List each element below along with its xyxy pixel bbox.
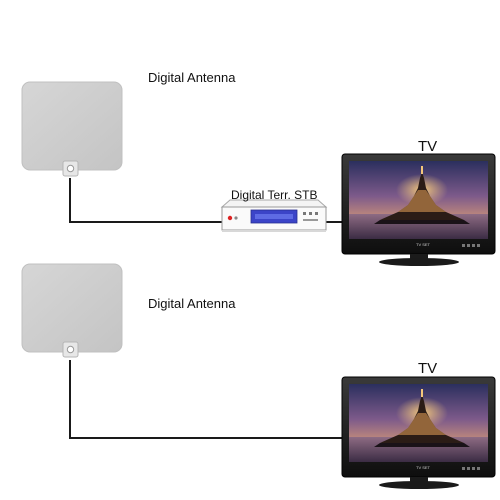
cable-antenna-to-tv bbox=[69, 360, 346, 439]
svg-text:TV SET: TV SET bbox=[416, 465, 431, 470]
cable-antenna-to-stb bbox=[69, 178, 222, 223]
antenna-label-bottom: Digital Antenna bbox=[148, 296, 236, 311]
tv-label-bottom: TV bbox=[418, 360, 438, 377]
digital-antenna-1 bbox=[21, 81, 123, 177]
stb-label: Digital Terr. STB bbox=[231, 188, 318, 202]
tv-label-top: TV bbox=[418, 138, 438, 155]
television-1: TV SET bbox=[341, 153, 496, 266]
antenna-label-top: Digital Antenna bbox=[148, 70, 236, 85]
television-2: TV SET bbox=[341, 376, 496, 489]
svg-text:TV SET: TV SET bbox=[416, 242, 431, 247]
set-top-box bbox=[220, 199, 328, 232]
digital-antenna-2 bbox=[21, 263, 123, 358]
